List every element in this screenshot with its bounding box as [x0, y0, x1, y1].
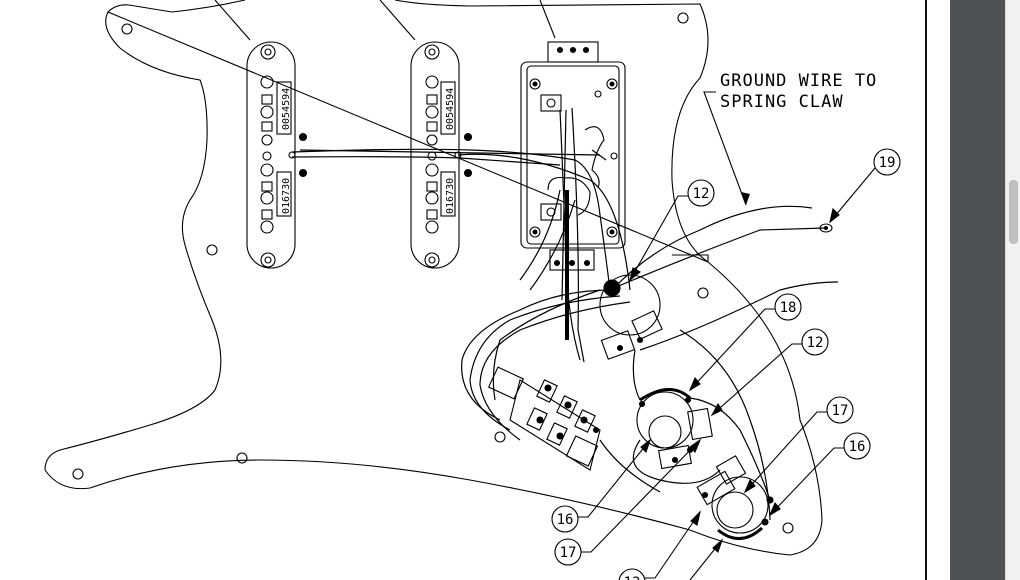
callout-13: [618, 568, 646, 580]
callout-16-left: [551, 505, 579, 533]
mounting-hole: [697, 287, 709, 299]
callout-12-mid-label: 12: [807, 335, 824, 351]
mounting-hole: [72, 468, 84, 480]
neck-code-top: 0054594: [281, 88, 292, 130]
leader-line: [379, 0, 416, 41]
callout-17-left-label: 17: [560, 545, 577, 561]
middle-code-bottom: 016730: [445, 178, 456, 214]
tone-pot-2: [696, 455, 774, 540]
wiring-diagram: 0054594 016730 0054594 016730: [44, 0, 901, 580]
five-way-switch: [487, 366, 601, 471]
callout-17-right: [826, 396, 854, 424]
mounting-hole: [236, 452, 248, 464]
callout-12-mid: [801, 328, 829, 356]
mounting-hole: [121, 23, 133, 35]
ground-lug: [819, 223, 833, 233]
ground-note: GROUND WIRE TO SPRING CLAW: [720, 71, 877, 112]
cavity-edge: [672, 254, 709, 262]
mounting-hole: [206, 244, 218, 256]
callout-19: [873, 148, 901, 176]
callout-17-right-label: 17: [832, 403, 849, 419]
note-leader: [703, 91, 747, 206]
callout-18-label: 18: [780, 300, 797, 316]
middle-code-top: 0054594: [445, 88, 456, 130]
callout-16-right: [843, 432, 871, 460]
page-margin: [927, 0, 950, 580]
leader-line: [539, 0, 556, 39]
note-line-2: SPRING CLAW: [720, 92, 844, 112]
page-border: [925, 0, 927, 580]
note-line-1: GROUND WIRE TO: [720, 71, 877, 91]
callout-18: [774, 293, 802, 321]
callout-12-top-label: 12: [693, 186, 710, 202]
callout-16-left-label: 16: [557, 512, 574, 528]
pickguard-outline: [44, 0, 823, 556]
mounting-hole: [677, 12, 689, 24]
volume-pot: [599, 274, 663, 360]
viewer-background: [950, 0, 1005, 580]
neck-code-bottom: 016730: [281, 178, 292, 214]
wiring: [291, 107, 839, 521]
neck-pickup: [246, 41, 308, 269]
bridge-humbucker: [520, 41, 626, 271]
mounting-hole: [782, 522, 794, 534]
callout-19-label: 19: [879, 155, 896, 171]
callout-12-top: [687, 179, 715, 207]
arrowhead: [741, 192, 750, 205]
scrollbar-thumb[interactable]: [1009, 180, 1018, 244]
diagram-page: 0054594 016730 0054594 016730: [0, 0, 930, 580]
leader-line: [214, 0, 251, 41]
tone-pot-1: [636, 388, 713, 470]
callout-16-right-label: 16: [849, 439, 866, 455]
vertical-scrollbar[interactable]: [1005, 0, 1020, 580]
callout-13-label: 13: [624, 575, 641, 580]
mounting-hole: [494, 431, 506, 443]
